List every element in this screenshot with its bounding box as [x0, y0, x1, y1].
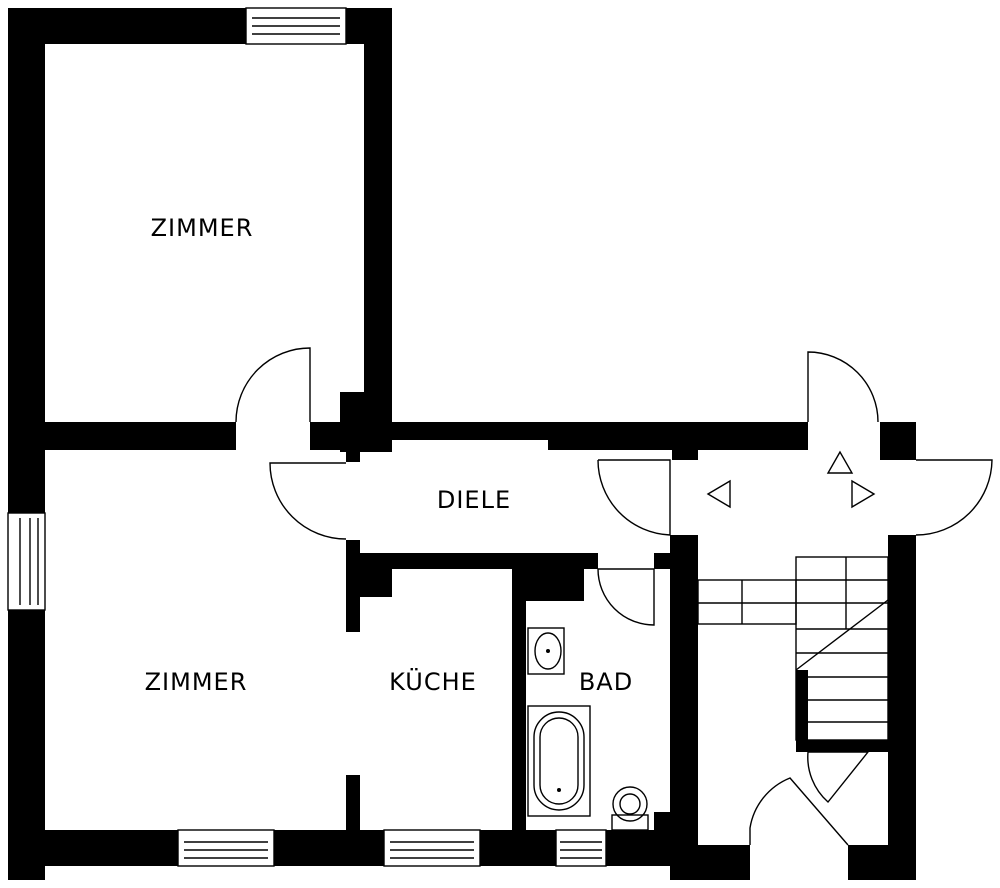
door-swing-icon	[597, 568, 655, 626]
door-swing-icon	[749, 777, 849, 846]
wall-between-rooms	[8, 422, 236, 450]
window-icon	[177, 829, 275, 867]
toilet-icon	[611, 786, 649, 831]
wall-bottom-e	[654, 812, 698, 842]
room-label-diele: DIELE	[437, 486, 511, 514]
wall-bottom-c	[480, 830, 556, 866]
arrow-right-icon	[851, 479, 876, 509]
windows	[7, 7, 607, 867]
washbasin-icon	[527, 627, 565, 675]
room-label-bottom-zimmer: ZIMMER	[145, 668, 248, 696]
door-swing-icon	[597, 459, 671, 536]
door-swing-icon	[807, 751, 870, 804]
wall-stair-inner-bottom	[796, 740, 888, 752]
wall-stair-right	[888, 535, 916, 880]
room-label-kueche: KÜCHE	[389, 667, 477, 696]
window-icon	[245, 7, 347, 45]
window-icon	[383, 829, 481, 867]
room-label-bad: BAD	[579, 668, 633, 696]
bathtub-icon	[527, 705, 591, 817]
wall-stair-inner	[796, 670, 808, 752]
wall-kitchen-left-lower	[346, 775, 360, 835]
wall-bottom-f	[670, 845, 750, 880]
stairs-icon	[697, 556, 889, 741]
wall-hall-notch	[346, 440, 360, 462]
door-swing-icon	[807, 351, 879, 423]
arrow-up-icon	[826, 450, 854, 474]
wall-bottom-b	[274, 830, 384, 866]
wall-top-room-top-left	[8, 8, 246, 44]
window-icon	[7, 512, 46, 611]
walls	[8, 8, 916, 880]
wall-top-room-right	[364, 8, 392, 452]
room-label-top-zimmer: ZIMMER	[151, 214, 254, 242]
door-swing-icon	[269, 462, 347, 540]
wall-kitchen-bath	[512, 553, 526, 835]
wall-bottom-g	[848, 845, 916, 880]
wall-bottom-a	[8, 830, 178, 866]
arrow-left-icon	[706, 479, 731, 509]
door-swing-icon	[235, 347, 311, 423]
wall-entrance-right	[880, 422, 916, 460]
wall-hall-notch-2	[672, 440, 698, 460]
window-icon	[555, 829, 607, 867]
door-swing-icon	[915, 459, 993, 536]
doors	[235, 347, 993, 846]
wall-kitchen-corner	[346, 553, 392, 597]
